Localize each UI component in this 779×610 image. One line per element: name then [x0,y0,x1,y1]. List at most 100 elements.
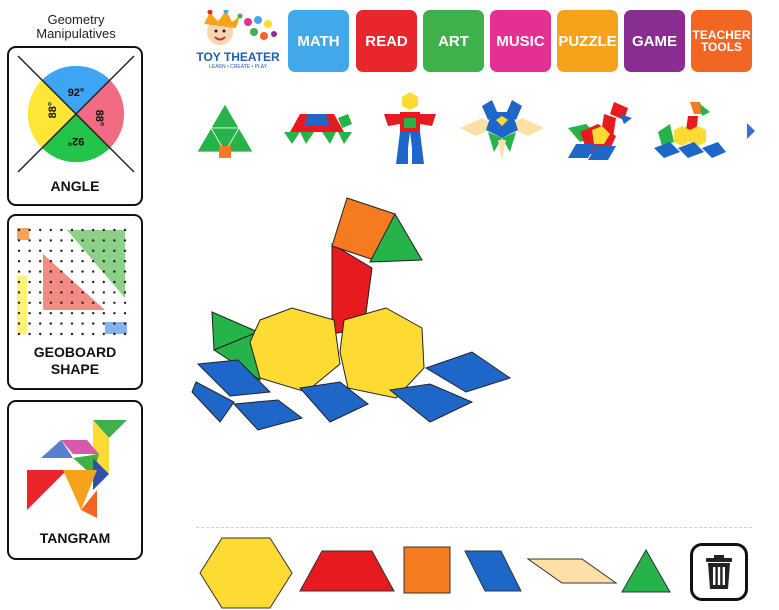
geoboard-peg [60,280,63,284]
geoboard-peg [39,301,42,304]
geoboard-peg [123,260,127,263]
geoboard-peg [70,301,74,304]
geoboard-peg [28,249,31,252]
palette-hexagon[interactable] [198,536,294,610]
geoboard-peg [92,312,95,315]
geoboard-peg [17,270,21,273]
gallery-item-robot[interactable] [382,92,438,164]
geoboard-peg [70,312,74,315]
chevron-right-icon[interactable] [744,121,758,141]
geoboard-peg [60,291,63,294]
gallery-item-turtle[interactable] [282,104,354,160]
geoboard-peg [113,280,116,284]
piece-body-hexagon-1 [249,307,341,393]
nav-puzzle-button[interactable]: PUZZLE [557,10,618,72]
geoboard-peg [60,270,63,273]
geoboard-peg [60,239,63,242]
geoboard-peg [102,332,106,336]
sidebar-title: Geometry Manipulatives [36,12,116,41]
logo-name: TOY THEATER [196,50,280,64]
gallery-item-bug[interactable] [458,96,546,166]
geoboard-peg [102,239,106,242]
nav-teacher-tools-button[interactable]: TEACHER TOOLS [691,10,752,72]
geoboard-peg [49,291,52,294]
geoboard-peg [49,280,52,284]
card-label-geoboard: GEOBOARD SHAPE [33,344,117,377]
palette-trapezoid[interactable] [298,549,396,593]
card-label-tangram: TANGRAM [39,530,111,546]
angle-label-bottom: 92° [68,135,85,147]
geoboard-peg [113,301,116,304]
geoboard-peg [113,312,116,315]
nav-read-button[interactable]: READ [356,10,417,72]
piece-foot-rhombus-5 [388,383,474,423]
geoboard-peg [123,332,127,336]
geoboard-peg [92,322,95,325]
geoboard-peg [81,332,84,336]
geoboard-peg [102,228,106,232]
geoboard-peg [28,260,31,263]
nav-math-button[interactable]: MATH [288,10,349,72]
geoboard-peg [92,280,95,284]
geoboard-peg [28,332,31,336]
piece-foot-rhombus-1 [196,359,272,397]
geoboard-peg [49,239,52,242]
palette-square[interactable] [403,546,451,594]
geoboard-peg [123,322,127,325]
gallery-item-tree[interactable] [195,100,255,160]
piece-foot-rhombus-3 [191,381,235,423]
geoboard-peg [60,228,63,232]
gallery-item-boat[interactable] [652,98,728,164]
tangram-preview [27,420,127,518]
geoboard-peg [92,270,95,273]
workspace-canvas[interactable] [190,192,520,452]
card-tangram[interactable]: TANGRAM [7,400,143,560]
geoboard-peg [81,228,84,232]
geoboard-peg [123,239,127,242]
card-angle[interactable]: 92° 88° 92° 88° ANGLE [7,46,143,206]
piece-beak-triangle [369,212,423,263]
geoboard-peg [70,280,74,284]
palette-triangle[interactable] [620,548,672,594]
geoboard-peg [70,270,74,273]
geoboard-peg [28,322,31,325]
angle-label-top: 92° [68,87,85,99]
geoboard-peg [17,249,21,252]
palette-blue-rhombus[interactable] [463,549,523,593]
palette-tan-rhombus[interactable] [526,557,618,585]
geoboard-peg [123,228,127,232]
geoboard-peg [123,291,127,294]
toy-theater-logo[interactable]: TOY THEATER LEARN • CREATE • PLAY [196,10,280,72]
geoboard-peg [28,270,31,273]
nav-game-button[interactable]: GAME [624,10,685,72]
geoboard-peg [28,301,31,304]
piece-foot-rhombus-4 [299,381,369,423]
geoboard-peg [49,249,52,252]
geoboard-peg [28,280,31,284]
geoboard-peg [81,270,84,273]
geoboard-peg [123,312,127,315]
geoboard-peg [28,228,31,232]
gallery-item-duck[interactable] [558,100,634,164]
geoboard-peg [49,312,52,315]
geoboard-peg [39,280,42,284]
geoboard-peg [39,322,42,325]
geoboard-peg [113,239,116,242]
geoboard-peg [39,270,42,273]
geoboard-peg [102,270,106,273]
geoboard-peg [49,332,52,336]
piece-foot-rhombus-6 [424,351,512,393]
geoboard-peg [60,301,63,304]
trash-button[interactable] [690,543,748,601]
geoboard-peg [92,291,95,294]
geoboard-peg [49,260,52,263]
geoboard-peg [92,260,95,263]
geoboard-peg [92,332,95,336]
logo-tagline: LEARN • CREATE • PLAY [208,64,268,70]
geoboard-peg [113,322,116,325]
geoboard-peg [102,260,106,263]
nav-music-button[interactable]: MUSIC [490,10,551,72]
card-geoboard[interactable]: GEOBOARD SHAPE [7,214,143,390]
geoboard-peg [81,291,84,294]
nav-art-button[interactable]: ART [423,10,484,72]
